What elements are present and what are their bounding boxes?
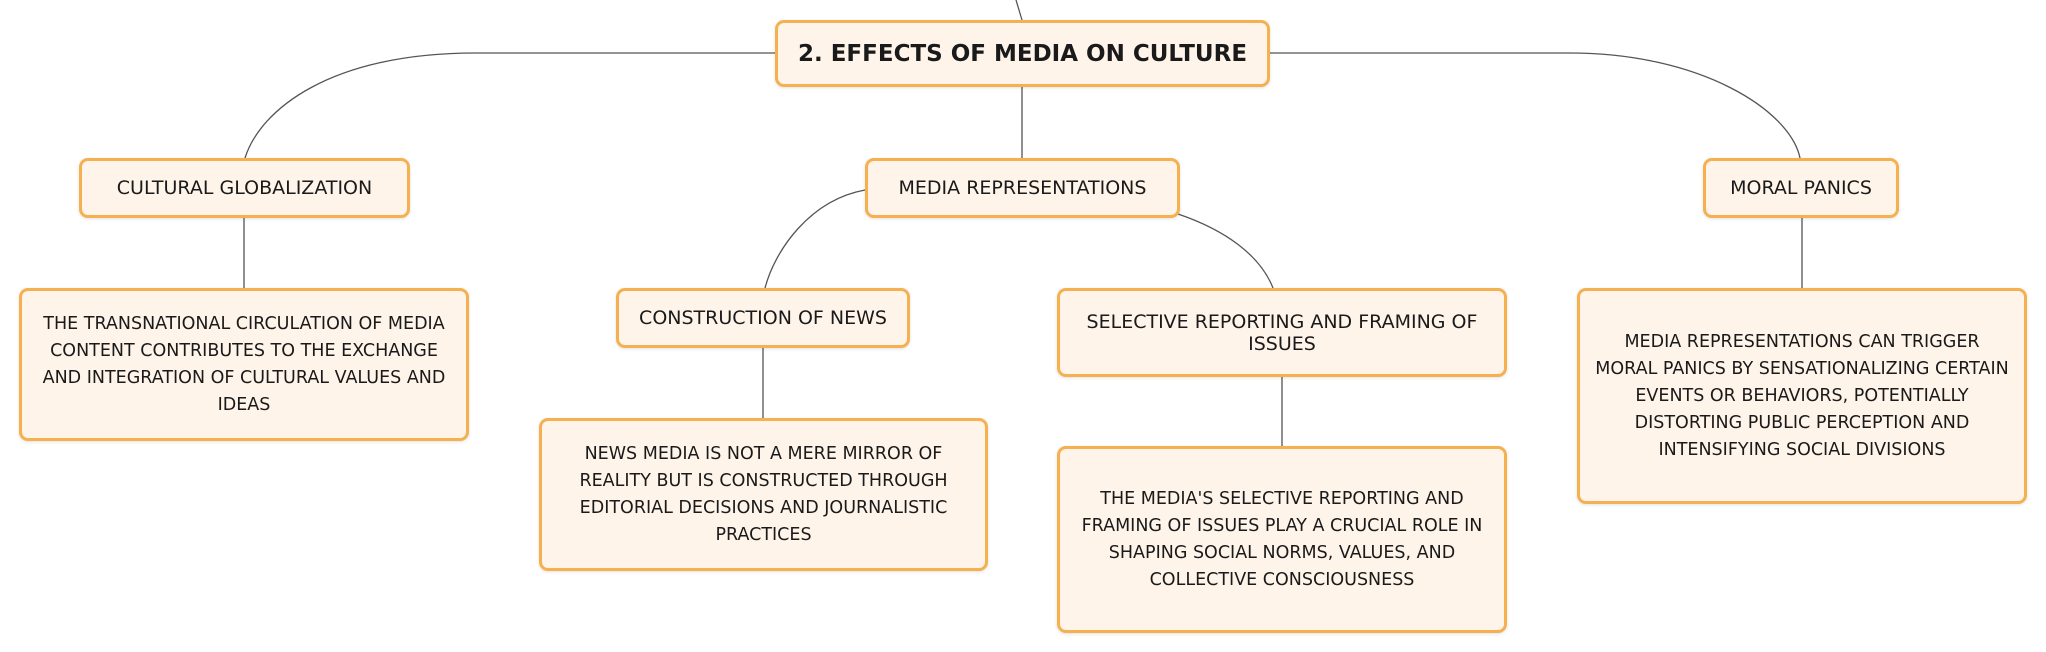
topic-label: MEDIA REPRESENTATIONS	[898, 177, 1147, 199]
topic-label: MORAL PANICS	[1730, 177, 1872, 199]
detail-cultural-globalization[interactable]: THE TRANSNATIONAL CIRCULATION OF MEDIA C…	[19, 288, 469, 441]
topic-moral-panics[interactable]: MORAL PANICS	[1703, 158, 1899, 218]
connector-root-to-moral-panics	[1270, 52, 1801, 159]
topic-label: CULTURAL GLOBALIZATION	[116, 177, 373, 199]
topic-construction-of-news[interactable]: CONSTRUCTION OF NEWS	[616, 288, 910, 348]
connector-media-representations-to-selective	[1177, 213, 1274, 289]
topic-selective-reporting[interactable]: SELECTIVE REPORTING AND FRAMING OF ISSUE…	[1057, 288, 1507, 377]
connector-parent-to-root	[1015, 0, 1023, 21]
topic-media-representations[interactable]: MEDIA REPRESENTATIONS	[865, 158, 1180, 218]
detail-moral-panics[interactable]: MEDIA REPRESENTATIONS CAN TRIGGER MORAL …	[1577, 288, 2027, 504]
detail-text: THE MEDIA'S SELECTIVE REPORTING AND FRAM…	[1081, 488, 1483, 590]
root-topic-label: 2. EFFECTS OF MEDIA ON CULTURE	[797, 40, 1248, 67]
detail-text: MEDIA REPRESENTATIONS CAN TRIGGER MORAL …	[1595, 331, 2009, 460]
topic-label: SELECTIVE REPORTING AND FRAMING OF ISSUE…	[1086, 310, 1478, 355]
topic-cultural-globalization[interactable]: CULTURAL GLOBALIZATION	[79, 158, 410, 218]
detail-construction-of-news[interactable]: NEWS MEDIA IS NOT A MERE MIRROR OF REALI…	[539, 418, 988, 571]
connector-media-representations-to-construction	[764, 189, 866, 289]
detail-text: NEWS MEDIA IS NOT A MERE MIRROR OF REALI…	[579, 443, 948, 545]
topic-label: CONSTRUCTION OF NEWS	[639, 307, 887, 329]
connector-root-to-cultural-globalization	[244, 52, 775, 159]
detail-selective-reporting[interactable]: THE MEDIA'S SELECTIVE REPORTING AND FRAM…	[1057, 446, 1507, 633]
detail-text: THE TRANSNATIONAL CIRCULATION OF MEDIA C…	[42, 313, 446, 415]
root-topic[interactable]: 2. EFFECTS OF MEDIA ON CULTURE	[775, 20, 1270, 87]
